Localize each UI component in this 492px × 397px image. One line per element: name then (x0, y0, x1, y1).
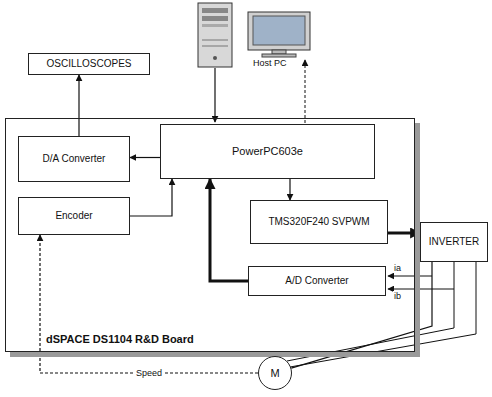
inverter-box: INVERTER (420, 222, 488, 262)
bus-arrow (210, 179, 248, 281)
signal-name: ib (393, 291, 402, 301)
processor-box: PowerPC603e (160, 124, 375, 179)
box-label: INVERTER (429, 236, 479, 248)
pwm-box: TMS320F240 SVPWM (250, 200, 388, 244)
converter-box: A/D Converter (248, 266, 386, 296)
signal-name: ia (393, 263, 402, 273)
host-link (214, 68, 215, 122)
board-frame: dSPACE DS1104 R&D Board D/A Converter Powe… (5, 118, 415, 352)
output-box: OSCILLOSCOPES (28, 53, 150, 75)
box-label: PowerPC603e (232, 145, 303, 158)
box-label: OSCILLOSCOPES (46, 58, 131, 70)
converter-box: D/A Converter (18, 136, 130, 182)
bus-arrow (388, 232, 420, 235)
edge-label: Speed (135, 368, 163, 378)
host-label: Host PC (252, 58, 288, 68)
signal-arrow (130, 179, 172, 216)
sense-wire (388, 289, 454, 290)
monitor-icon (248, 12, 310, 57)
box-label: D/A Converter (43, 153, 106, 165)
sense-wire (388, 276, 432, 277)
signal-arrow (78, 75, 79, 136)
board-title: dSPACE DS1104 R&D Board (44, 333, 196, 346)
signal-arrow (40, 235, 258, 373)
server-icon (198, 3, 232, 67)
signal-arrow (130, 157, 160, 158)
encoder-box: Encoder (18, 197, 130, 235)
motor-circle: M (258, 356, 292, 390)
box-label: M (270, 367, 279, 380)
box-label: TMS320F240 SVPWM (268, 216, 369, 228)
signal-arrow (289, 179, 290, 200)
box-label: Encoder (55, 210, 92, 222)
box-label: A/D Converter (285, 275, 348, 287)
host-link (305, 60, 306, 123)
